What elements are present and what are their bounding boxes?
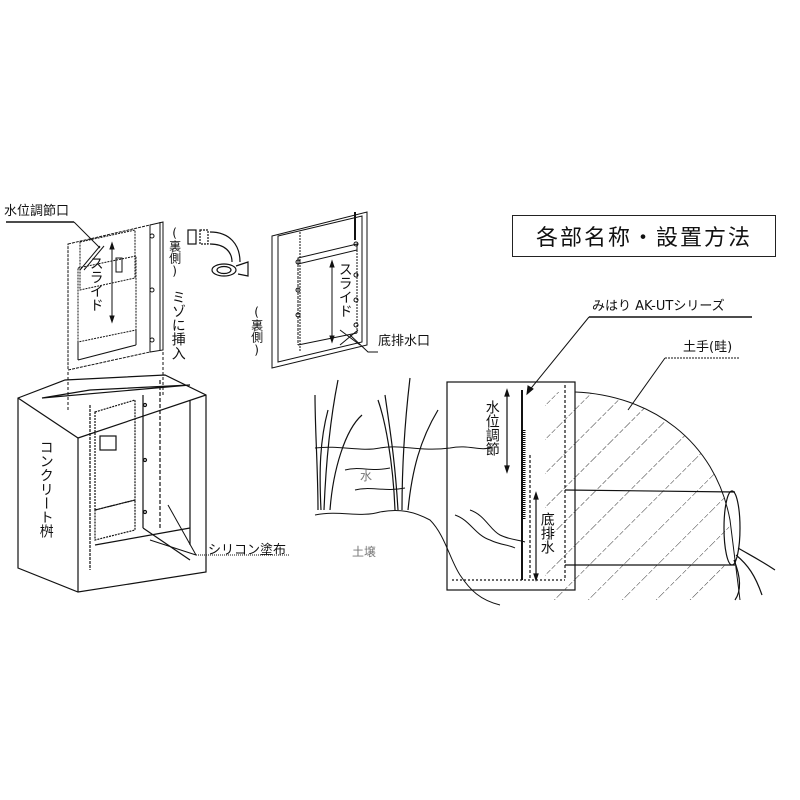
- label-soil: 土壌: [352, 545, 377, 559]
- label-insert-groove: ミゾに挿入: [169, 290, 186, 360]
- label-water: 水: [360, 469, 373, 483]
- adjuster-panel-back: [271, 211, 368, 369]
- label-slide-left: スライド: [87, 256, 104, 312]
- levee-hatch: [545, 392, 730, 600]
- label-product-series: みはり AK-UTシリーズ: [592, 299, 725, 314]
- label-bottom-drain-port: 底排水口: [378, 334, 431, 349]
- label-concrete-box: コンクリート桝: [37, 440, 54, 538]
- concrete-box: [17, 374, 207, 593]
- title-box: 各部名称・設置方法: [512, 215, 776, 257]
- hose-icon: [187, 229, 249, 277]
- label-silicone: シリコン塗布: [208, 543, 287, 558]
- label-water-level-port: 水位調節口: [4, 204, 70, 219]
- rice-plants: [314, 377, 439, 511]
- label-slide-right: スライド: [336, 262, 353, 318]
- page-title: 各部名称・設置方法: [535, 226, 752, 251]
- label-back-side-mid: (裏側): [249, 305, 264, 357]
- label-bottom-drain: 底排水: [538, 512, 555, 554]
- adjuster-panel-front: [67, 221, 164, 371]
- label-back-side-top: (裏側): [167, 226, 182, 278]
- label-water-level-adjust: 水位調節: [483, 400, 500, 456]
- label-levee: 土手(畦): [683, 340, 733, 355]
